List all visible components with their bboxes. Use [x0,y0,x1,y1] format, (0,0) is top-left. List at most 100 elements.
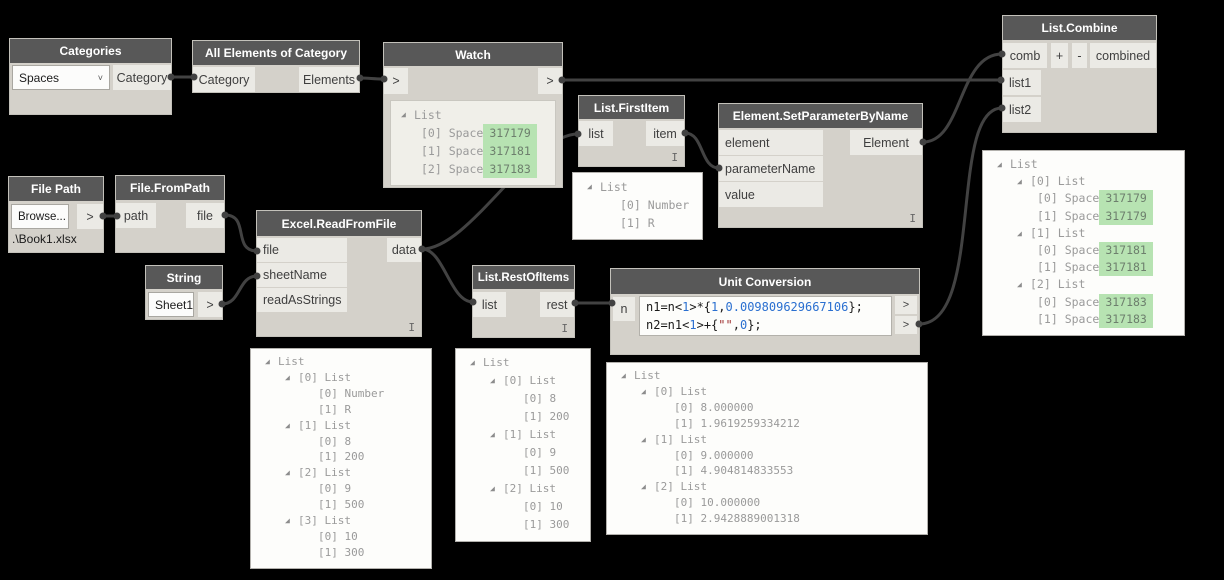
expand-collapse-triangle-icon[interactable]: ◢ [1017,177,1022,187]
node-list-restofitems[interactable]: List.RestOfItems list rest I [472,265,575,338]
preview-item-label: [1] List [503,428,556,441]
wire-allelements-to-watch[interactable] [359,76,385,81]
wire-element-to-combine-comb[interactable] [922,52,1003,144]
expand-collapse-triangle-icon[interactable]: ◢ [470,358,475,367]
expand-collapse-triangle-icon[interactable]: ◢ [285,420,290,430]
expand-collapse-triangle-icon[interactable]: ◢ [641,482,646,492]
expand-collapse-triangle-icon[interactable]: ◢ [265,357,270,366]
expand-collapse-triangle-icon[interactable]: ◢ [490,376,495,385]
lacing-indicator[interactable]: I [671,151,678,164]
wire-exceldata-to-restofitems[interactable] [421,247,474,304]
preview-list-row: ◢List [395,106,555,124]
port-out-elements[interactable]: Elements [299,67,359,92]
preview-item-label: [0] Space [1037,191,1100,206]
port-in-path[interactable]: path [116,203,156,228]
expand-collapse-triangle-icon[interactable]: ◢ [490,484,495,493]
port-out-n1[interactable]: > [895,296,917,314]
element-id-badge: 317179 [1099,207,1153,225]
preview-list-row: ◢[3] List [259,513,423,529]
node-title: String [146,266,222,289]
node-file-path[interactable]: File Path Browse... > .\Book1.xlsx [8,176,104,253]
preview-list-row: ◢List [991,156,1176,173]
node-list-combine[interactable]: List.Combine comb + - combined list1 lis… [1002,15,1157,133]
add-input-button[interactable]: + [1051,43,1068,68]
node-file-frompath[interactable]: File.FromPath path file [115,175,225,253]
port-in-list[interactable]: list [473,292,506,317]
expand-collapse-triangle-icon[interactable]: ◢ [1017,228,1022,238]
port-in[interactable]: > [384,68,408,94]
preview-list-row: ◢[2] List [991,276,1176,293]
port-in-parametername[interactable]: parameterName [719,156,823,181]
port-out-element[interactable]: Element [850,130,922,155]
file-path-value: .\Book1.xlsx [12,232,77,246]
node-categories[interactable]: Categories Spaces ˅ Category [9,38,172,115]
port-out[interactable]: > [538,68,562,94]
port-in-list2[interactable]: list2 [1003,97,1041,122]
firstitem-preview: ◢ List [0] Number[1] R [572,172,703,240]
preview-list-row: [1] 2.9428889001318 [615,511,919,527]
wire-unitconversion-to-combine-list2[interactable] [918,106,1003,326]
lacing-indicator[interactable]: I [909,212,916,225]
port-in-category[interactable]: Category [193,67,255,92]
expand-collapse-triangle-icon[interactable]: ◢ [490,430,495,439]
code-block-editor[interactable]: n1=n<1>*{1,0.009809629667106};n2=n1<1>+{… [639,296,892,336]
preview-item-label: List [600,180,628,194]
port-out-rest[interactable]: rest [540,292,574,317]
node-title: Categories [10,39,171,63]
node-string[interactable]: String Sheet1 > [145,265,223,320]
port-out-file[interactable]: file [186,203,224,228]
port-out-n2[interactable]: > [895,316,917,334]
wire-firstitem-to-parametername[interactable] [684,131,720,170]
port-in-list[interactable]: list [579,121,613,146]
expand-collapse-triangle-icon[interactable]: ◢ [285,372,290,382]
wire-frompath-to-excel-file[interactable] [224,213,258,253]
node-list-firstitem[interactable]: List.FirstItem list item I [578,95,685,167]
lacing-indicator[interactable]: I [408,321,415,334]
expand-collapse-triangle-icon[interactable]: ◢ [641,386,646,396]
port-out-category[interactable]: Category [113,65,171,90]
string-input[interactable]: Sheet1 [148,292,194,317]
preview-list-row: [1] 300 [259,545,423,561]
expand-collapse-triangle-icon[interactable]: ◢ [621,371,626,380]
node-unit-conversion[interactable]: Unit Conversion n n1=n<1>*{1,0.009809629… [610,268,920,355]
port-out-string[interactable]: > [198,292,222,317]
expand-collapse-triangle-icon[interactable]: ◢ [997,160,1002,169]
preview-list-row: [0] Number [581,196,694,214]
expand-collapse-triangle-icon[interactable]: ◢ [285,468,290,478]
port-in-readasstrings[interactable]: readAsStrings [257,288,347,312]
expand-collapse-triangle-icon[interactable]: ◢ [1017,280,1022,290]
port-out-item[interactable]: item [646,121,684,146]
lacing-indicator[interactable]: I [561,322,568,335]
port-out-data[interactable]: data [387,238,421,262]
expand-collapse-triangle-icon[interactable]: ◢ [401,110,406,119]
node-all-elements-of-category[interactable]: All Elements of Category Category Elemen… [192,40,360,93]
port-in-element[interactable]: element [719,130,823,155]
port-in-file[interactable]: file [257,238,347,262]
node-element-setparameterbyname[interactable]: Element.SetParameterByName element Eleme… [718,103,923,228]
preview-item-label: [1] List [654,432,707,446]
remove-input-button[interactable]: - [1072,43,1087,68]
preview-item-label: [1] 1.9619259334212 [674,416,800,430]
port-in-list1[interactable]: list1 [1003,70,1041,95]
wire-string-to-excel-sheetname[interactable] [221,274,258,306]
category-dropdown[interactable]: Spaces ˅ [12,65,110,90]
expand-collapse-triangle-icon[interactable]: ◢ [285,516,290,526]
port-out-path[interactable]: > [77,204,103,229]
preview-list-row: [1] 200 [259,449,423,465]
port-in-sheetname[interactable]: sheetName [257,263,347,287]
port-out-combined[interactable]: combined [1090,43,1156,68]
preview-list-row: [1] R [581,214,694,232]
node-excel-readfromfile[interactable]: Excel.ReadFromFile file data sheetName r… [256,210,422,337]
preview-list-row: [1] 4.904814833553 [615,463,919,479]
port-in-value[interactable]: value [719,182,823,207]
port-in-comb[interactable]: comb [1003,43,1047,68]
preview-item-label: [1] R [318,402,352,416]
expand-collapse-triangle-icon[interactable]: ◢ [641,434,646,444]
node-title: Excel.ReadFromFile [257,211,421,236]
port-in-n[interactable]: n [613,297,635,321]
browse-button[interactable]: Browse... [11,204,69,229]
expand-collapse-triangle-icon[interactable]: ◢ [587,182,592,191]
